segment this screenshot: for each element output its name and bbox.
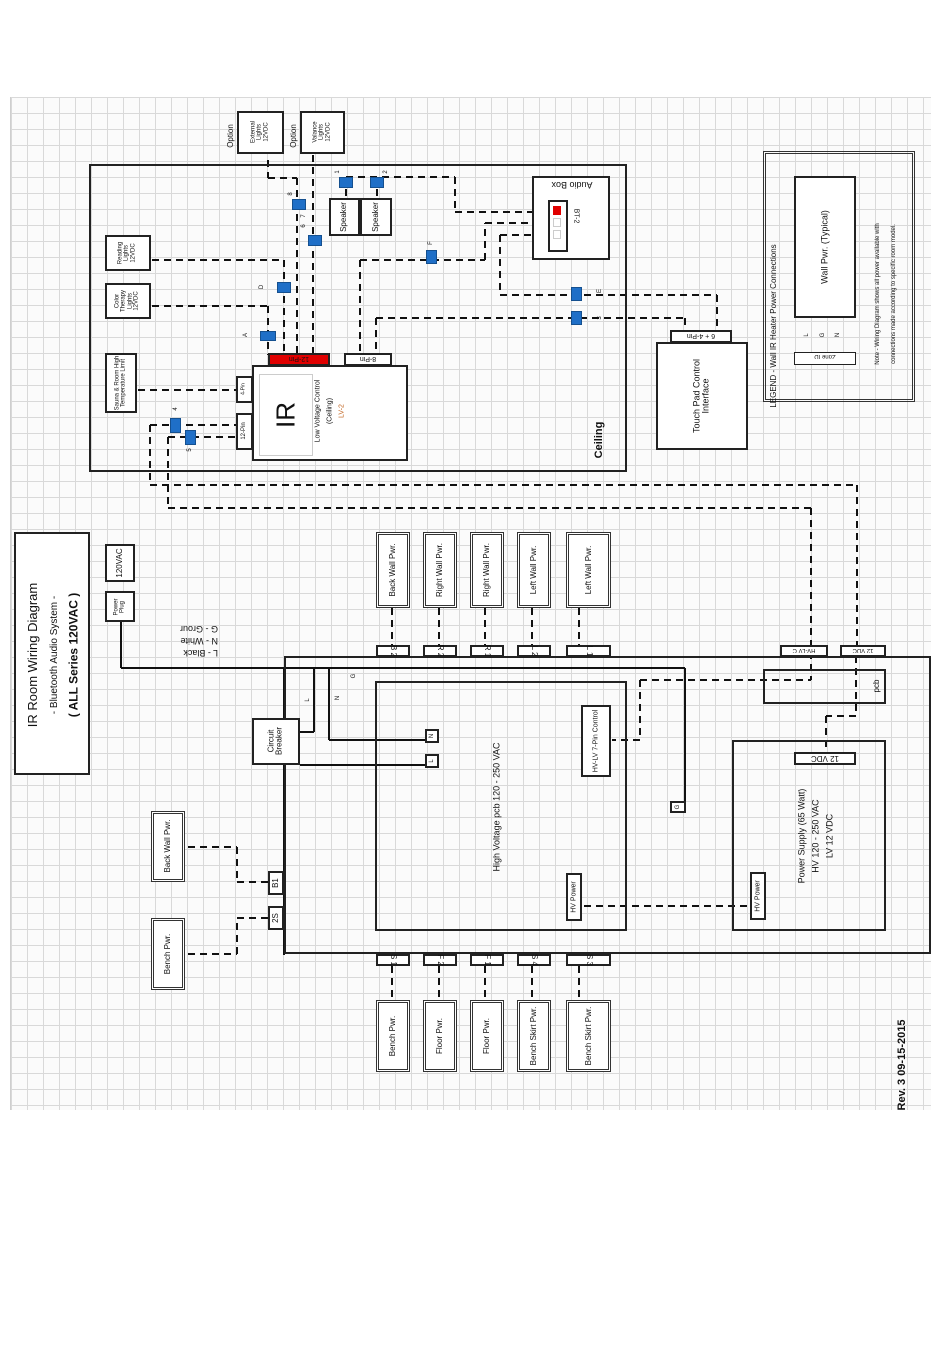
legend-box: LEGEND - Wall IR Heater Power Connection… [763, 151, 915, 408]
bt-indicator-red [553, 206, 561, 215]
reading-lights-box: Reading Lights 12VDC [105, 235, 151, 271]
high-voltage-pcb: High Voltage pcb 120 - 250 VAC HV-LV 7-P… [375, 681, 627, 931]
external-lights-box: External Lights 12VDC [237, 111, 284, 154]
connector-marker-F [426, 250, 437, 264]
top-heater-box: Back Wall Pwr. [376, 532, 410, 608]
bottom-heater-box: Floor Pwr. [470, 1000, 504, 1072]
bottom-zone-tag: F 2 [423, 954, 457, 966]
diagram-title: IR Room Wiring Diagram [25, 582, 41, 728]
red-12pin-connector: 12-Pin [268, 353, 330, 366]
connector-marker-1 [339, 177, 353, 188]
connector-marker-4 [170, 418, 181, 433]
power-plug-box: Power Plug [105, 591, 135, 622]
wire-label-N: N [334, 695, 341, 701]
audio-box: Audio Box BT-2 [532, 176, 610, 260]
connector-marker-A [260, 331, 276, 341]
left-heater-bench: Bench Pwr. [151, 918, 185, 990]
connector-marker-6 [308, 235, 322, 246]
connector-marker-2 [370, 177, 384, 188]
bottom-zone-tag: S 1 [376, 954, 410, 966]
legend-zone-id: Zone ID [794, 352, 856, 365]
psu-12vdc-port: 12 VDC [794, 752, 856, 765]
bottom-heater-box: Bench Pwr. [376, 1000, 410, 1072]
wire-label-G: G [350, 673, 357, 679]
top-heater-box: Left Wall Pwr. [566, 532, 611, 608]
wire-key: L - Black N - White G - Grour [180, 624, 219, 658]
option-tag-2: Option [288, 124, 298, 148]
speaker-1: Speaker [329, 198, 360, 236]
ir-control-box: IR Low Voltage Control (Ceiling) LV-2 [252, 365, 408, 461]
bottom-heater-box: Bench Skirt Pwr. [566, 1000, 611, 1072]
legend-title: LEGEND - Wall IR Heater Power Connection… [768, 244, 778, 408]
speaker-2: Speaker [360, 198, 392, 236]
title-block: IR Room Wiring Diagram - Bluetooth Audio… [14, 532, 90, 775]
bottom-heater-box: Bench Skirt Pwr. [517, 1000, 551, 1072]
8pin-connector: 8-Pin [344, 353, 392, 366]
12pin-connector: 12-Pin [236, 413, 253, 450]
diagram-subtitle: - Bluetooth Audio System - [48, 595, 60, 715]
power-supply: Power Supply (65 Watt) HV 120 - 250 VAC … [732, 740, 886, 931]
bottom-zone-tag: F 1 [470, 954, 504, 966]
top-heater-box: Left Wall Pwr. [517, 532, 551, 608]
wire-label-L: L [304, 698, 311, 702]
zone-2S: 2S [268, 906, 284, 930]
diagram-series: ( ALL Series 120VAC ) [66, 592, 81, 718]
circuit-breaker: Circuit Breaker [252, 718, 300, 765]
hv-lv-port: HV-LV C [780, 645, 828, 657]
connector-marker-5 [185, 430, 196, 445]
connector-marker-8 [292, 199, 306, 210]
terminal-N: N [425, 729, 439, 743]
color-therapy-box: Color Therapy Lights 12VDC [105, 283, 151, 319]
revision-label: Rev. 3 09-15-2015 [896, 1019, 909, 1111]
touch-pad-box: Touch Pad Control Interface [656, 342, 748, 450]
control-box [284, 656, 931, 954]
option-tag-1: Option [225, 124, 235, 148]
pcb-box: pcb [763, 669, 886, 704]
bottom-heater-box: Floor Pwr. [423, 1000, 457, 1072]
valance-lights-box: Valance Lights 12VDC [300, 111, 345, 154]
4pin-connector: 4-Pin [236, 376, 253, 403]
ceiling-area [89, 164, 627, 472]
bt-module [548, 200, 568, 252]
connector-marker-E [571, 287, 582, 301]
terminal-G: G [670, 801, 686, 813]
left-heater-back-wall: Back Wall Pwr. [151, 811, 185, 882]
hv-power-terminal: HV Power [566, 873, 582, 921]
hv-lv-control: HV-LV 7-Pin Control [581, 705, 611, 777]
legend-wires: L G N [803, 332, 841, 338]
ceiling-label: Ceiling [593, 421, 606, 459]
legend-note-1: Note - Wiring Diagram shows all power av… [874, 223, 881, 365]
bottom-zone-tag: S 3 [566, 954, 611, 966]
voltage-box: 120VAC [105, 544, 135, 582]
top-heater-box: Right Wall Pwr. [470, 532, 504, 608]
terminal-L: L [425, 754, 439, 768]
12vdc-port: 12 VDC [840, 645, 886, 657]
ir-logo-panel: IR [259, 374, 313, 456]
connector-marker-3 [571, 311, 582, 325]
high-limit-box: Sauna & Room High Temperature Limit [105, 353, 137, 413]
bt-module-label: BT-2 [572, 208, 580, 224]
zone-B1: B1 [268, 871, 284, 895]
bottom-zone-tag: S 4 [517, 954, 551, 966]
wall-power-typical-box: Wall Pwr. (Typical) [794, 176, 856, 318]
psu-hv-power: HV Power [750, 872, 766, 920]
touch-pad-port: 6 + 4-Pin [670, 330, 732, 343]
connector-marker-D [277, 282, 291, 293]
legend-note-2: connections made according to specific r… [890, 224, 897, 364]
top-heater-box: Right Wall Pwr. [423, 532, 457, 608]
